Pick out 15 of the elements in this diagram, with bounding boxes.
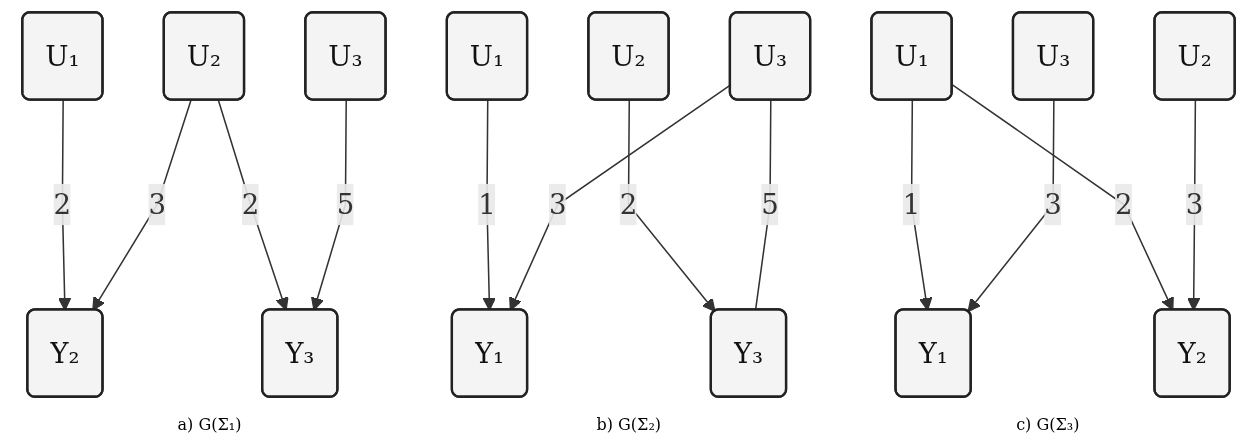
- edge-label: 5: [761, 188, 779, 221]
- figure-caption: a) G(Σ₁): [177, 415, 242, 434]
- edge-label: 1: [902, 188, 921, 221]
- edge-label: 2: [619, 188, 638, 221]
- edge-label: 2: [1115, 188, 1133, 221]
- edge-label: 3: [148, 188, 167, 221]
- edge-label: 3: [1044, 188, 1062, 221]
- edge-label: 1: [478, 188, 496, 221]
- edge-label: 3: [1185, 188, 1204, 221]
- edge-label: 3: [548, 188, 567, 221]
- edge-label: 5: [336, 188, 355, 221]
- figure-caption: b) G(Σ₂): [596, 415, 662, 434]
- edge-label: 2: [241, 188, 260, 221]
- figure-caption: c) G(Σ₃): [1016, 415, 1080, 434]
- edge-label: 2: [53, 188, 72, 221]
